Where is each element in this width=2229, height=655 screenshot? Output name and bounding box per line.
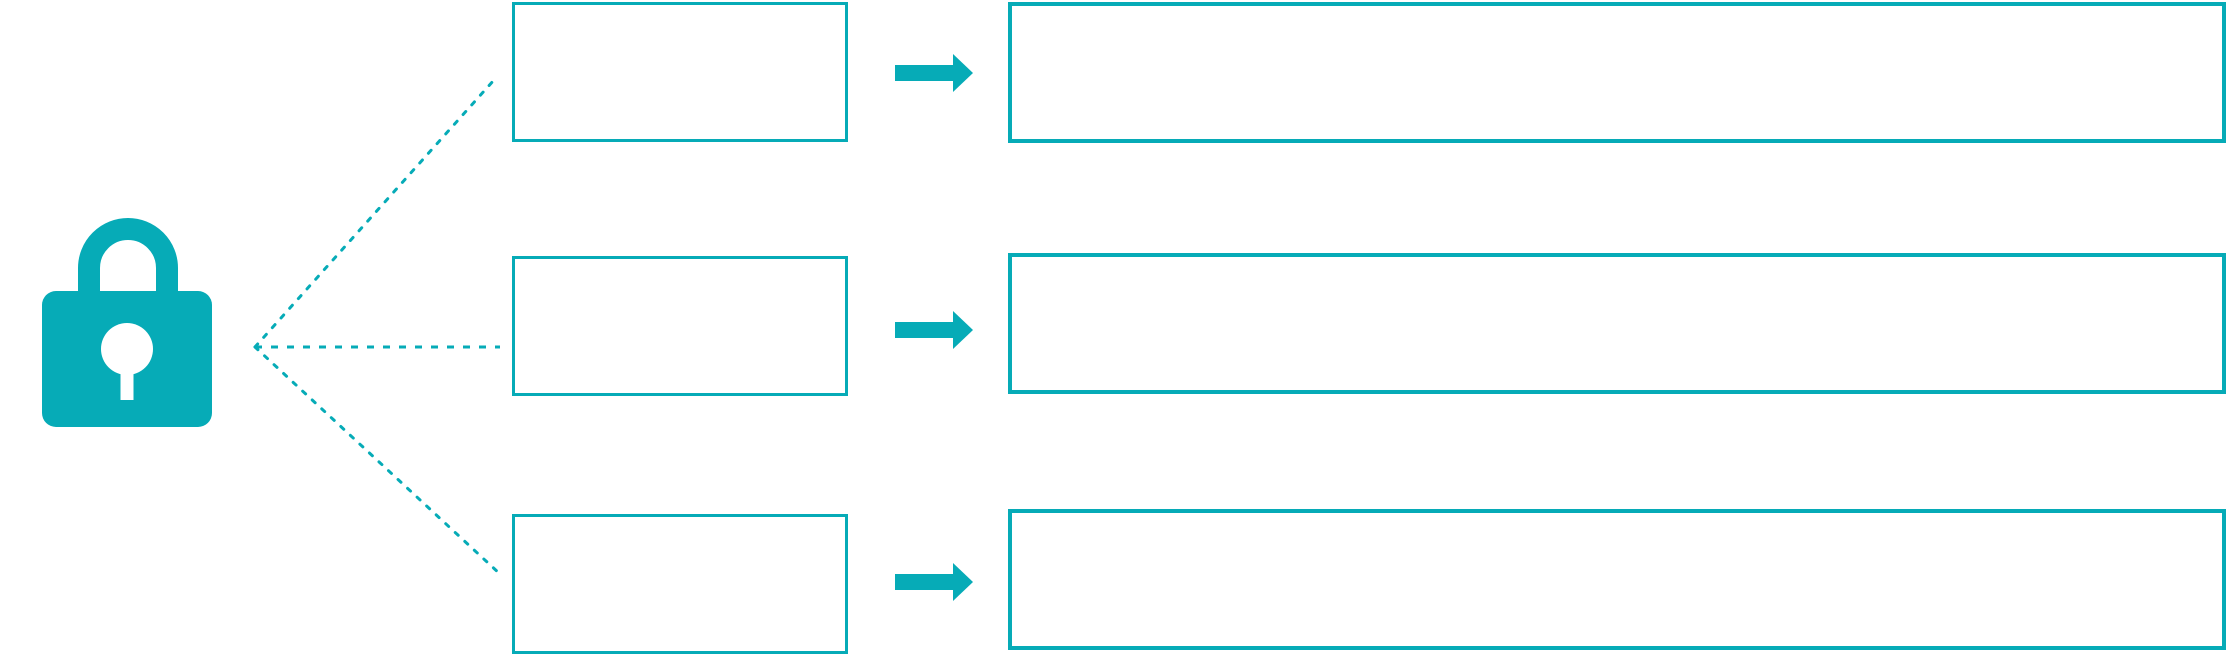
topic-box-1: [512, 2, 848, 142]
arrow-right-icon: [895, 311, 978, 349]
arrow-right-icon: [895, 563, 978, 601]
detail-box-2: [1008, 253, 2226, 394]
arrow-right-icon: [895, 54, 978, 92]
topic-box-3: [512, 514, 848, 654]
lock-icon: [42, 218, 212, 427]
connector-line-bottom: [253, 345, 502, 576]
detail-box-3: [1008, 509, 2226, 650]
topic-box-2: [512, 256, 848, 396]
detail-box-1: [1008, 2, 2226, 143]
connector-line-top: [253, 78, 496, 349]
